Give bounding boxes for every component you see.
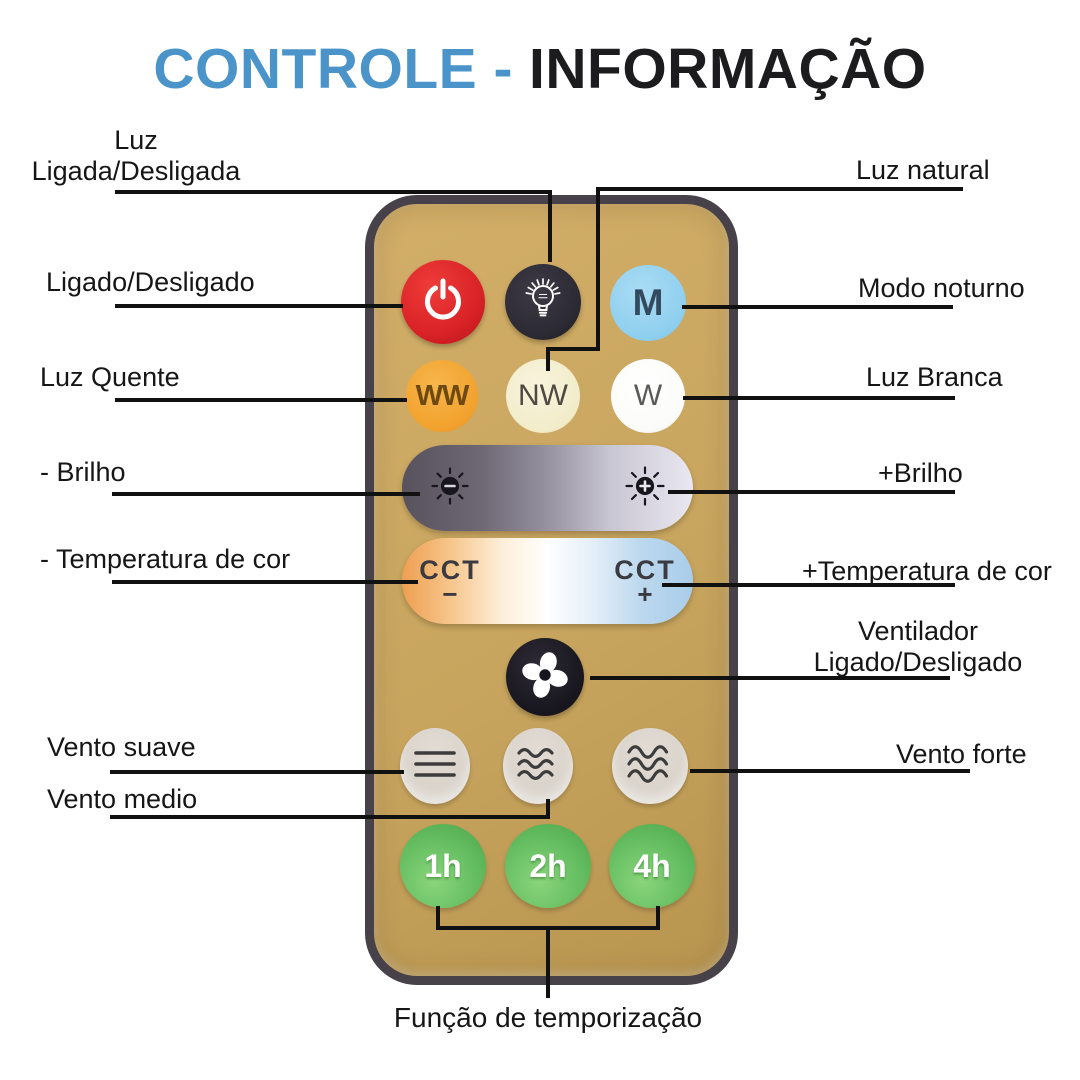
callout-light-on-off-line2: Ligada/Desligada — [31, 156, 241, 186]
cct-minus-button[interactable]: CCT − — [402, 538, 498, 624]
wind-strong-button[interactable] — [612, 728, 688, 804]
white-button[interactable]: W — [611, 359, 685, 433]
timer-4h-label: 4h — [633, 847, 671, 884]
wind-strong-icon — [625, 744, 675, 789]
wind-soft-icon — [412, 748, 458, 785]
callout-wind-soft: Vento suave — [47, 732, 196, 762]
fan-power-button[interactable] — [506, 638, 584, 716]
warm-white-button-label: WW — [415, 379, 470, 412]
wind-medium-button[interactable] — [503, 728, 573, 804]
natural-light-bulb-button[interactable] — [505, 264, 581, 340]
callout-light-on-off-line1: Luz — [114, 125, 158, 155]
callout-light-on-off: Luz Ligada/Desligada — [30, 125, 242, 187]
wind-medium-icon — [515, 747, 561, 786]
lightbulb-icon — [515, 272, 571, 333]
cct-plus-button[interactable]: CCT + — [597, 538, 693, 624]
timer-2h-label: 2h — [529, 847, 567, 884]
cct-plus-sign: + — [637, 579, 653, 609]
natural-white-button-label: NW — [518, 379, 568, 412]
cct-plus-label: CCT — [614, 555, 676, 585]
callout-brightness-plus: +Brilho — [878, 458, 963, 488]
callout-brightness-minus: - Brilho — [40, 457, 126, 487]
power-button[interactable] — [401, 260, 485, 344]
callout-timer: Função de temporização — [393, 1002, 703, 1033]
callout-fan-on-off: Ventilador Ligado/Desligado — [808, 616, 1028, 678]
brightness-plus-button[interactable] — [597, 445, 693, 531]
callout-color-temp-minus: - Temperatura de cor — [40, 544, 291, 574]
warm-white-button[interactable]: WW — [406, 360, 478, 432]
night-mode-button-label: M — [632, 282, 664, 323]
callout-fan-on-off-line1: Ventilador — [857, 616, 979, 646]
night-mode-button[interactable]: M — [610, 265, 686, 341]
natural-white-button[interactable]: NW — [506, 359, 580, 433]
timer-4h-button[interactable]: 4h — [609, 824, 695, 908]
cct-minus-sign: − — [442, 579, 458, 609]
sun-dim-icon — [427, 463, 473, 514]
timer-2h-button[interactable]: 2h — [505, 824, 591, 908]
callout-color-temp-plus: +Temperatura de cor — [802, 556, 1052, 586]
callout-fan-on-off-line2: Ligado/Desligado — [813, 647, 1023, 677]
timer-1h-button[interactable]: 1h — [400, 824, 486, 908]
callout-wind-strong: Vento forte — [896, 739, 1027, 769]
page-title: CONTROLE - INFORMAÇÃO — [0, 36, 1080, 102]
callout-power: Ligado/Desligado — [46, 267, 255, 297]
brightness-pill — [402, 445, 693, 531]
title-dark-part: INFORMAÇÃO — [529, 37, 927, 101]
white-button-label: W — [633, 379, 663, 412]
callout-white-light: Luz Branca — [866, 362, 1003, 392]
callout-night-mode: Modo noturno — [858, 273, 1025, 303]
callout-warm-light: Luz Quente — [40, 362, 180, 392]
timer-1h-label: 1h — [424, 847, 462, 884]
color-temperature-pill: CCT − CCT + — [402, 538, 693, 624]
wind-soft-button[interactable] — [400, 728, 470, 804]
sun-brighten-icon — [622, 463, 668, 514]
cct-minus-label: CCT — [419, 555, 481, 585]
brightness-minus-button[interactable] — [402, 445, 498, 531]
title-blue-part: CONTROLE - — [153, 37, 513, 101]
power-icon — [419, 276, 467, 329]
callout-natural-light: Luz natural — [856, 155, 990, 185]
fan-icon — [516, 646, 574, 709]
callout-wind-medium: Vento medio — [47, 784, 198, 814]
